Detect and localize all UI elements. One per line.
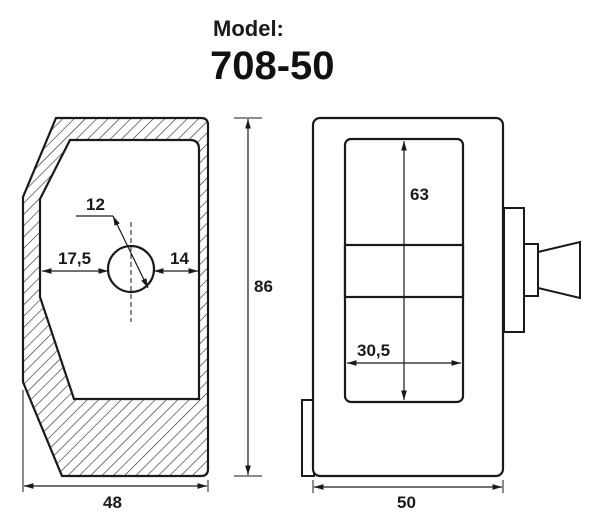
actuator-neck [523, 243, 539, 297]
model-number: 708-50 [210, 44, 335, 88]
right-width-label: 50 [397, 493, 416, 512]
actuator-base [503, 207, 525, 333]
left-width-label: 48 [103, 493, 122, 512]
hole-diameter-line [112, 215, 149, 289]
height-label: 86 [254, 277, 273, 296]
model-label: Model: [213, 16, 284, 41]
right-offset-label: 14 [170, 249, 189, 268]
hole-diameter-label: 12 [86, 195, 105, 214]
actuator-knob [537, 240, 581, 300]
section-hatched-wall [21, 116, 210, 478]
window-height-label: 63 [410, 185, 429, 204]
height-dimension: 86 [234, 117, 273, 477]
left-offset-label: 17,5 [58, 249, 91, 268]
front-view: 63 30,5 50 [301, 116, 581, 512]
side-section-view: 12 17,5 14 48 [21, 116, 210, 512]
window-width-label: 30,5 [357, 341, 390, 360]
